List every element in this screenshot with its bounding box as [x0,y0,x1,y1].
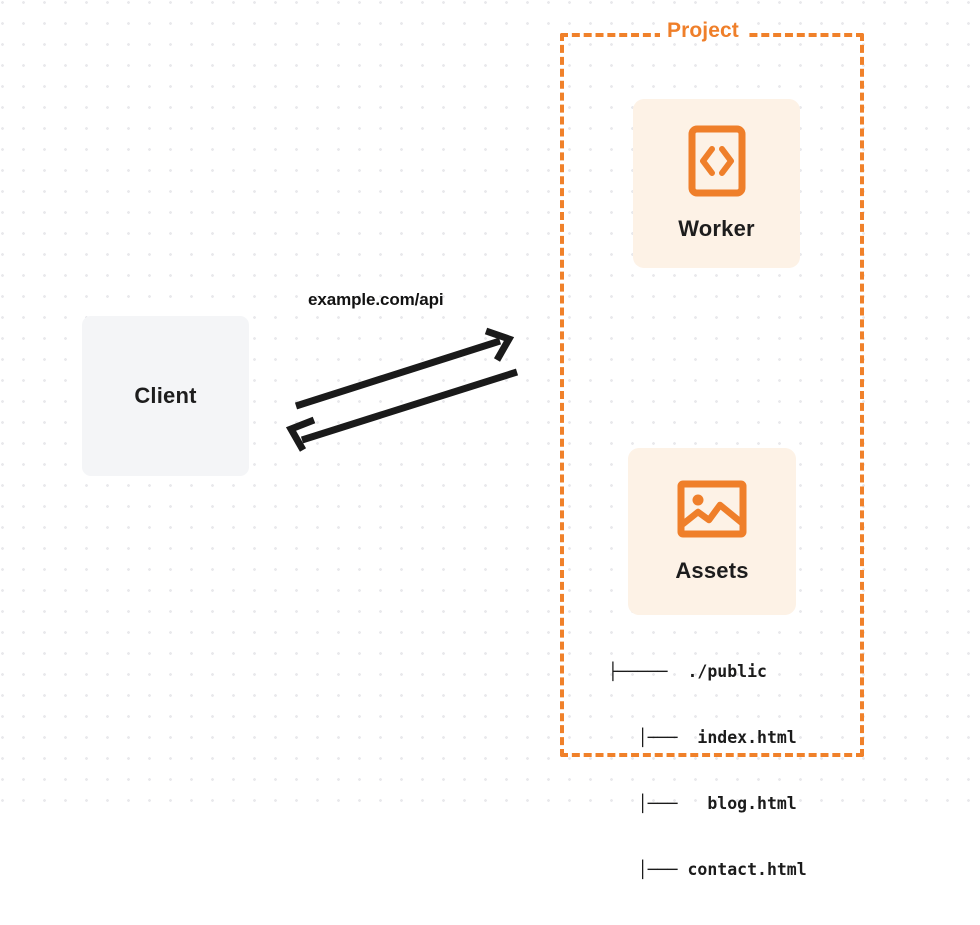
tree-row: │─── index.html [608,728,797,747]
tree-row: │─── contact.html [608,860,807,879]
tree-row: ├───── ./public [608,662,767,681]
node-client-label: Client [134,383,197,408]
node-assets-label: Assets [675,558,749,583]
code-brackets-icon [688,125,746,202]
connection-label: example.com/api [308,290,444,309]
asset-file-tree: ├───── ./public │─── index.html │─── blo… [608,617,807,925]
node-assets[interactable]: Assets [628,448,796,615]
request-arrow-icon [294,327,515,410]
image-icon [677,479,747,544]
diagram-canvas: Client example.com/api Project Worker [0,0,980,879]
project-title: Project [660,19,746,43]
tree-row: │─── blog.html [608,794,797,813]
node-worker[interactable]: Worker [633,99,800,268]
response-arrow-icon [285,368,519,452]
node-client[interactable]: Client [82,316,249,476]
node-worker-label: Worker [678,216,755,241]
